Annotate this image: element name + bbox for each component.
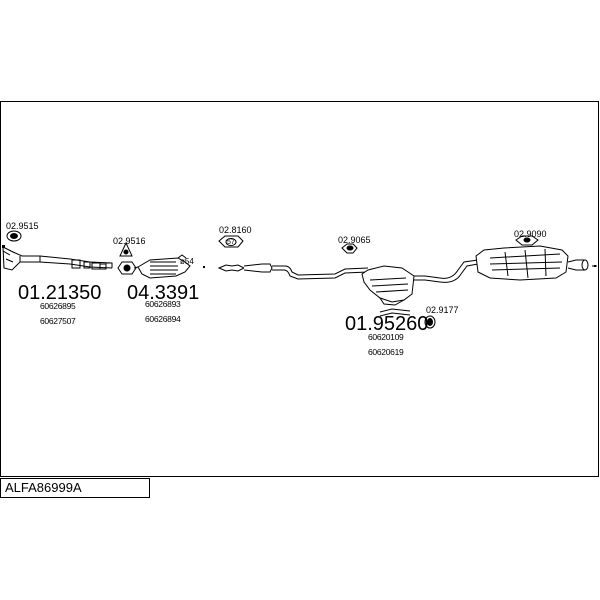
oem-number: 60620109	[368, 332, 404, 342]
intermediate-pipe	[217, 263, 369, 280]
part-number: 01.21350	[18, 282, 102, 304]
accessory-badge: 57	[227, 239, 235, 246]
catalytic-converter	[133, 254, 191, 279]
hanger-02-9065-icon	[341, 243, 358, 254]
oem-number: 60620619	[368, 347, 404, 357]
diameter-note: ø54	[180, 257, 194, 266]
oem-number: 60626894	[145, 314, 181, 324]
accessory-code: 02.9065	[338, 235, 371, 245]
hanger-02-9177-icon	[424, 315, 436, 329]
gasket-02-8160-icon	[218, 235, 244, 248]
middle-silencer	[361, 259, 479, 317]
diagram-code: ALFA86999A	[5, 480, 82, 495]
accessory-code: 02.9090	[514, 229, 547, 239]
oem-number: 60626893	[145, 299, 181, 309]
diagram-code-box: ALFA86999A	[0, 478, 150, 498]
front-pipe	[2, 246, 113, 271]
diagram-frame	[0, 101, 599, 477]
accessory-code: 02.8160	[219, 225, 252, 235]
accessory-code: 02.9515	[6, 221, 39, 231]
gasket-02-9515-icon	[6, 230, 22, 242]
gasket-02-9516-icon	[117, 241, 137, 275]
hanger-02-9090-icon	[515, 235, 539, 246]
rear-silencer	[475, 245, 597, 281]
oem-number: 60626895	[40, 301, 76, 311]
oem-number: 60627507	[40, 316, 76, 326]
accessory-code: 02.9177	[426, 305, 459, 315]
part-number: 01.95260	[345, 313, 429, 335]
marker-dots	[2, 245, 596, 268]
accessory-code: 02.9516	[113, 236, 146, 246]
part-number: 04.3391	[127, 282, 200, 304]
